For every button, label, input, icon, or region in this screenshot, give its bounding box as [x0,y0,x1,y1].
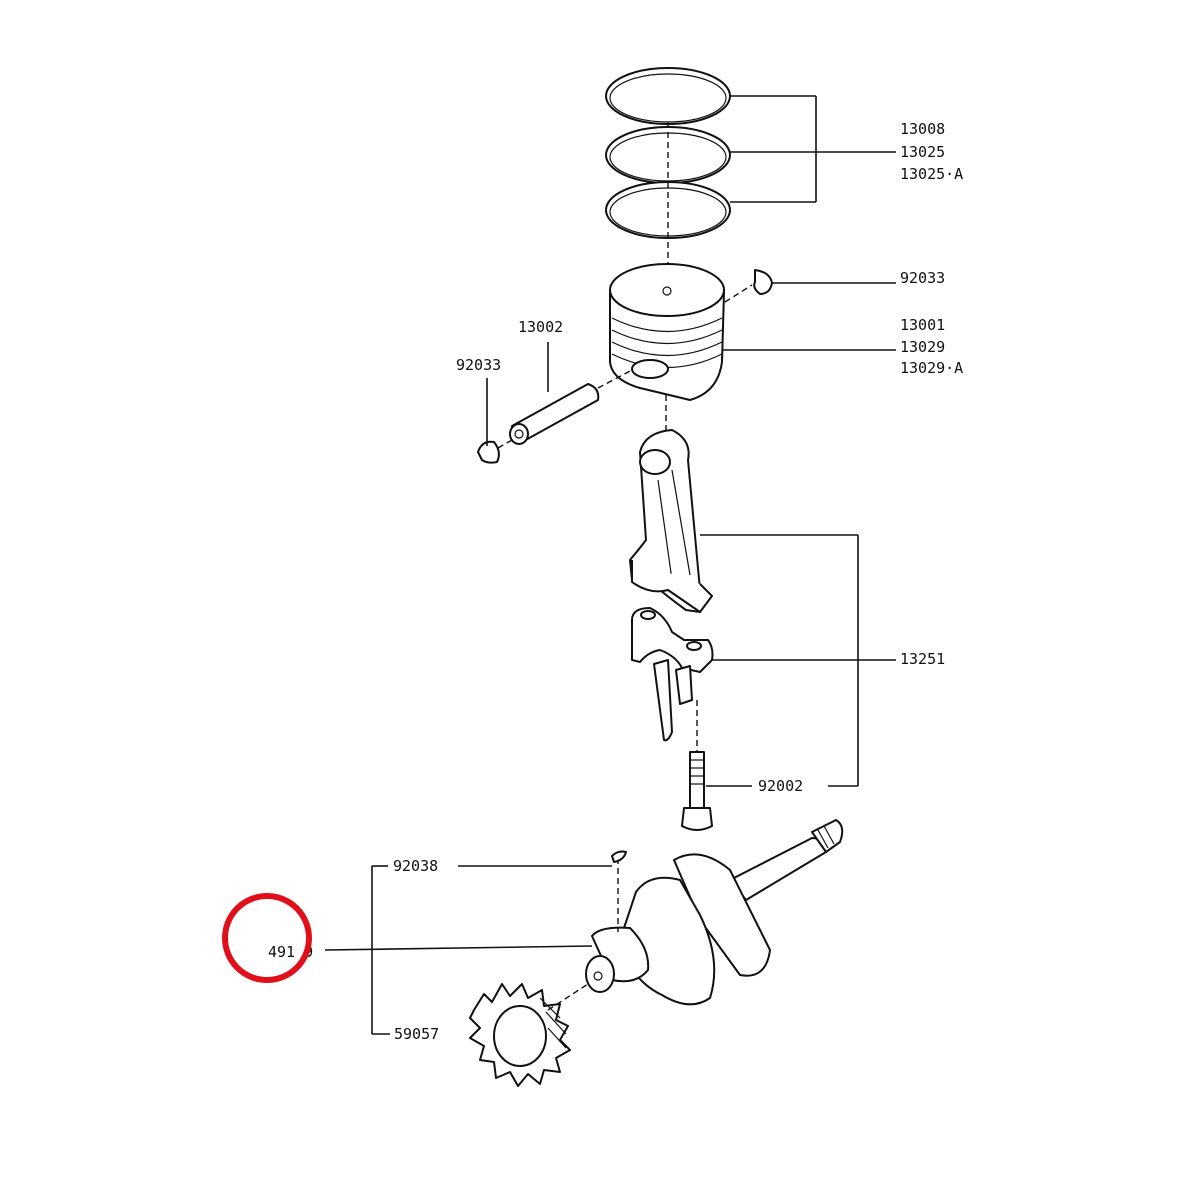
rod-bolt [681,700,713,831]
piston [609,263,725,430]
piston-rings [605,67,731,290]
label-13002: 13002 [518,318,563,336]
label-13029: 13029 [900,338,945,356]
label-13029-a: 13029·A [900,359,963,377]
ring-bottom [605,181,731,239]
label-92033-right: 92033 [900,269,945,287]
callout-lines [324,95,896,1035]
circlip-right [724,269,773,303]
piston-pin [509,369,633,445]
label-92002: 92002 [758,777,803,795]
label-92038: 92038 [393,857,438,875]
part-labels: 13008 13025 13025·A 92033 13001 13029 13… [268,120,963,1043]
label-13025: 13025 [900,143,945,161]
connecting-rod [629,429,713,613]
rod-cap [631,607,714,742]
circlip-left [477,439,513,464]
woodruff-key [611,850,627,863]
label-13008: 13008 [900,120,945,138]
ring-top [605,67,731,125]
label-59057: 59057 [394,1025,439,1043]
label-13025-a: 13025·A [900,165,963,183]
crankshaft [585,819,844,1006]
label-13001: 13001 [900,316,945,334]
label-92033-left: 92033 [456,356,501,374]
crank-gear [469,983,589,1087]
highlight-circle [222,893,312,983]
label-13251: 13251 [900,650,945,668]
